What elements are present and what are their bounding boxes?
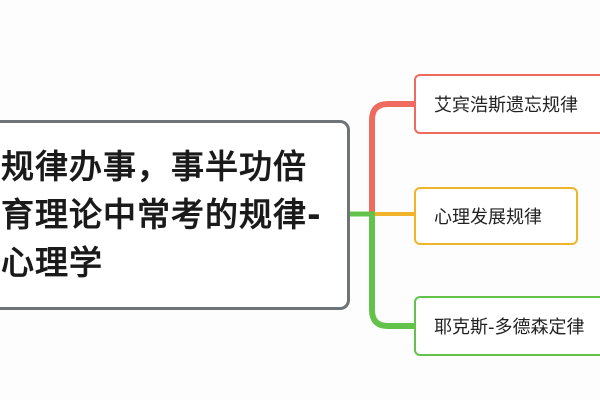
connector-branch-3 (369, 211, 417, 329)
branch-node-ebbinghaus[interactable]: 艾宾浩斯遗忘规律 (414, 74, 600, 134)
connector-branch-1 (369, 101, 417, 217)
root-topic-line-1: 规律办事，事半功倍 (1, 147, 307, 186)
root-topic-line-2: 育理论中常考的规律- (1, 195, 322, 234)
branch-node-yerkes-dodson[interactable]: 耶克斯-多德森定律 (414, 296, 600, 356)
branch-node-label: 耶克斯-多德森定律 (434, 317, 585, 338)
root-topic-line-3: 心理学 (1, 243, 103, 282)
branch-node-psych-development[interactable]: 心理发展规律 (414, 187, 578, 245)
root-topic-node[interactable]: 规律办事，事半功倍 育理论中常考的规律- 心理学 (0, 120, 350, 310)
branch-node-label: 艾宾浩斯遗忘规律 (434, 95, 578, 116)
branch-node-label: 心理发展规律 (434, 207, 542, 228)
